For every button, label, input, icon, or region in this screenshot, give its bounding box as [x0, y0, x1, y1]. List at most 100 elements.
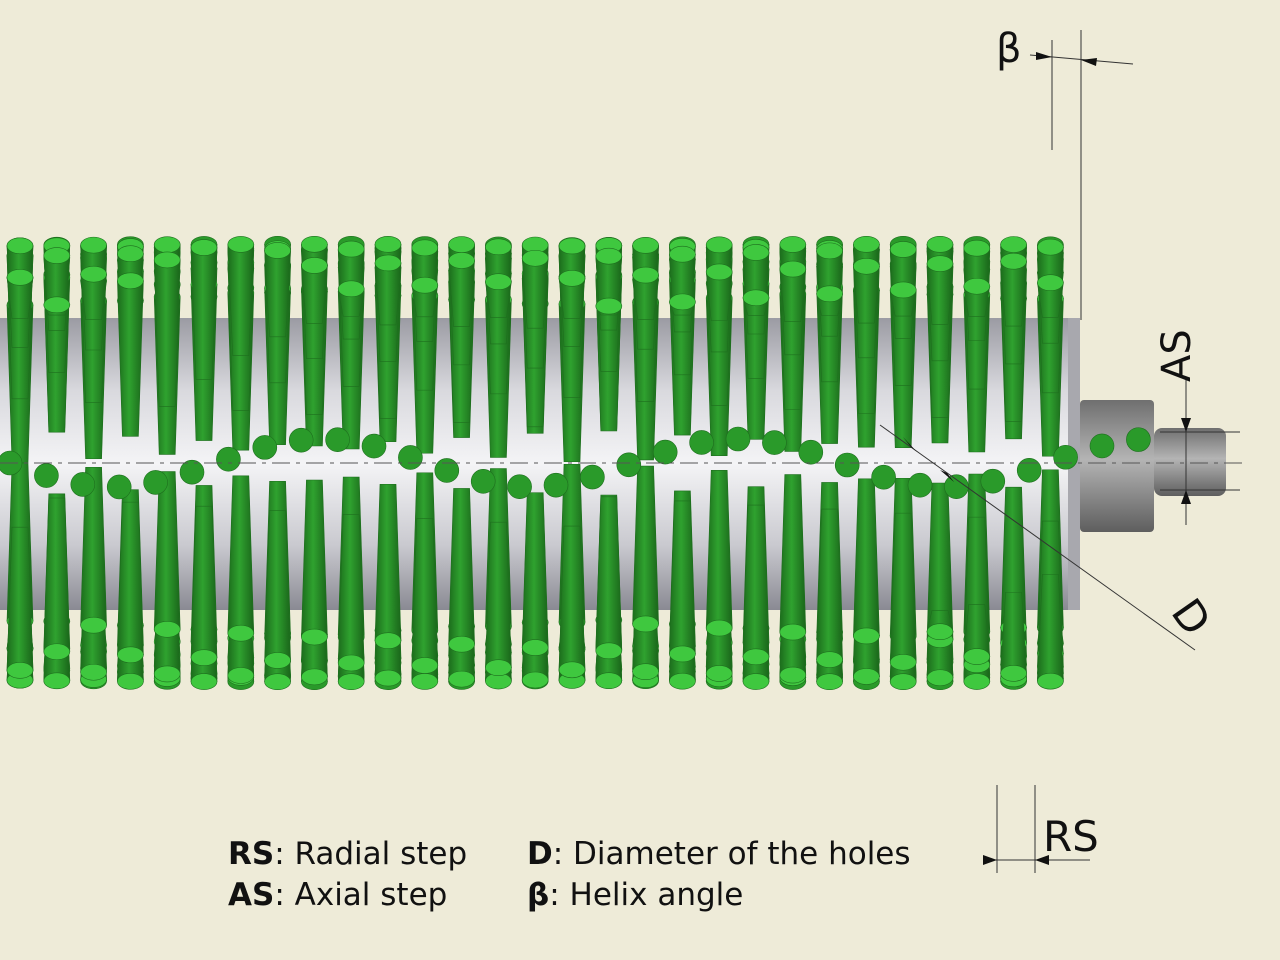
pin — [853, 478, 880, 645]
pin — [264, 509, 291, 669]
hole-cap — [798, 439, 824, 465]
shaft-collar — [1080, 400, 1154, 532]
pin — [669, 245, 696, 333]
hole-cap — [106, 474, 132, 500]
pin — [43, 247, 71, 331]
pin — [926, 610, 954, 641]
rs-dimension: RS — [983, 785, 1099, 873]
hole-cap — [616, 452, 642, 478]
legend-right: D: Diameter of the holes β: Helix angle — [527, 834, 911, 916]
pin — [227, 236, 255, 356]
pin — [43, 497, 71, 661]
pin — [190, 239, 218, 380]
pin — [816, 508, 843, 668]
pin — [521, 249, 549, 329]
pin — [668, 293, 696, 316]
hole-cap — [1053, 444, 1078, 470]
hole-cap — [325, 427, 350, 452]
pin — [889, 512, 917, 671]
pin — [43, 296, 71, 316]
pin — [337, 280, 365, 317]
as-dimension: AS — [1154, 329, 1240, 525]
pin — [632, 465, 659, 633]
pin — [6, 269, 34, 320]
pin — [264, 242, 291, 338]
pin — [1037, 574, 1064, 690]
hole-cap — [434, 458, 460, 483]
pin — [742, 244, 770, 335]
hole-cap — [1016, 457, 1042, 483]
pin — [558, 525, 586, 679]
pin — [595, 496, 623, 660]
pin — [926, 255, 954, 325]
hole-cap — [216, 446, 241, 472]
legend-left: RS: Radial step AS: Axial step — [228, 834, 467, 916]
beta-dimension: β — [996, 26, 1134, 320]
hole-cap — [252, 435, 278, 460]
hole-cap — [652, 439, 678, 465]
pin — [632, 266, 659, 320]
pin — [153, 251, 181, 407]
pin — [742, 289, 770, 316]
pin — [889, 281, 917, 317]
pin — [448, 252, 475, 327]
pin — [301, 479, 328, 646]
pin — [1000, 252, 1027, 327]
pin — [595, 297, 623, 316]
shaft-journal — [1154, 428, 1226, 496]
legend-item-as: AS: Axial step — [228, 877, 448, 913]
pin — [117, 501, 144, 664]
hole-cap — [762, 430, 787, 455]
hole-cap — [507, 474, 532, 500]
hole-cap — [871, 464, 896, 490]
hole-cap — [470, 468, 496, 494]
legend-item-beta: β: Helix angle — [527, 877, 744, 913]
d-label: D — [1162, 590, 1221, 645]
pin — [669, 500, 696, 663]
beta-label: β — [996, 26, 1022, 72]
pin — [411, 517, 439, 674]
hole-cap — [398, 445, 423, 470]
hole-cap — [580, 464, 605, 490]
pin — [80, 466, 107, 634]
as-label: AS — [1154, 329, 1200, 382]
pin — [816, 285, 843, 316]
pin — [779, 260, 807, 323]
pin — [963, 604, 991, 665]
pin — [448, 488, 475, 653]
hole-cap — [1089, 433, 1115, 459]
hole-cap — [179, 459, 205, 485]
hole-cap — [980, 468, 1006, 494]
pin — [705, 469, 733, 637]
pin — [153, 471, 181, 638]
pin — [853, 257, 880, 324]
hole-cap — [70, 472, 96, 497]
pin — [411, 276, 439, 318]
pin — [558, 269, 586, 319]
legend-item-rs: RS: Radial step — [228, 836, 468, 872]
pin — [742, 504, 770, 666]
pin — [6, 526, 34, 679]
pin — [227, 475, 255, 642]
hole-cap — [944, 474, 969, 499]
pins-front-layer — [0, 235, 1151, 691]
pin — [485, 273, 512, 318]
pin — [190, 505, 218, 666]
pin — [80, 265, 107, 321]
hole-cap — [907, 472, 933, 498]
pin — [595, 247, 623, 331]
pin — [963, 277, 991, 317]
hole-cap — [288, 427, 314, 453]
hole-cap — [143, 470, 168, 495]
pin — [779, 474, 807, 641]
hole-cap — [834, 452, 860, 478]
hole-cap — [689, 430, 714, 455]
pin — [117, 272, 144, 437]
hole-cap — [1126, 427, 1151, 452]
hole-cap — [543, 472, 569, 498]
hole-cap — [361, 433, 387, 459]
legend-item-d: D: Diameter of the holes — [527, 836, 911, 872]
pin — [301, 257, 328, 324]
pin — [485, 521, 512, 676]
pin — [705, 263, 733, 321]
